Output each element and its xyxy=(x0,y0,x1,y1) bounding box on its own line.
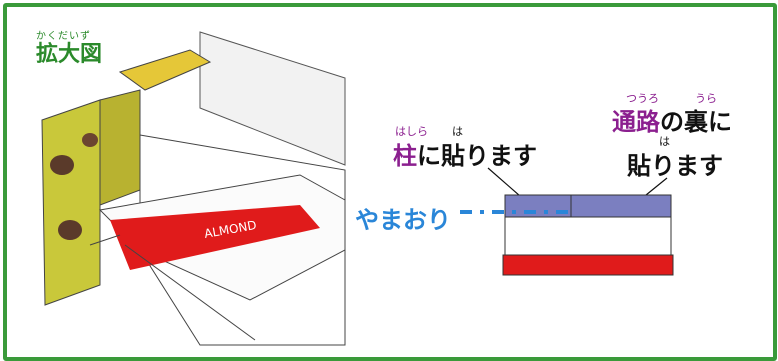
title-ruby: かくだいず xyxy=(36,31,91,42)
passage-label: 通路の裏に xyxy=(612,108,732,136)
white-layer xyxy=(504,216,672,256)
passage-label-2: 貼ります xyxy=(627,152,723,180)
passage-ruby: つうろ xyxy=(626,92,659,105)
passage-ruby-3: は xyxy=(659,135,670,148)
red-layer xyxy=(502,254,674,276)
passage-ruby-2: うら xyxy=(695,92,717,105)
pillar-ruby: はしら xyxy=(395,125,428,138)
pillar-label: 柱に貼ります xyxy=(393,142,537,170)
passage-tab xyxy=(570,194,672,218)
fold-label: やまおり xyxy=(355,206,451,234)
page-title: 拡大図 xyxy=(36,42,103,67)
frame xyxy=(3,3,777,361)
box-illustration: ALMOND xyxy=(41,31,346,346)
pillar-ruby-2: は xyxy=(452,125,463,138)
